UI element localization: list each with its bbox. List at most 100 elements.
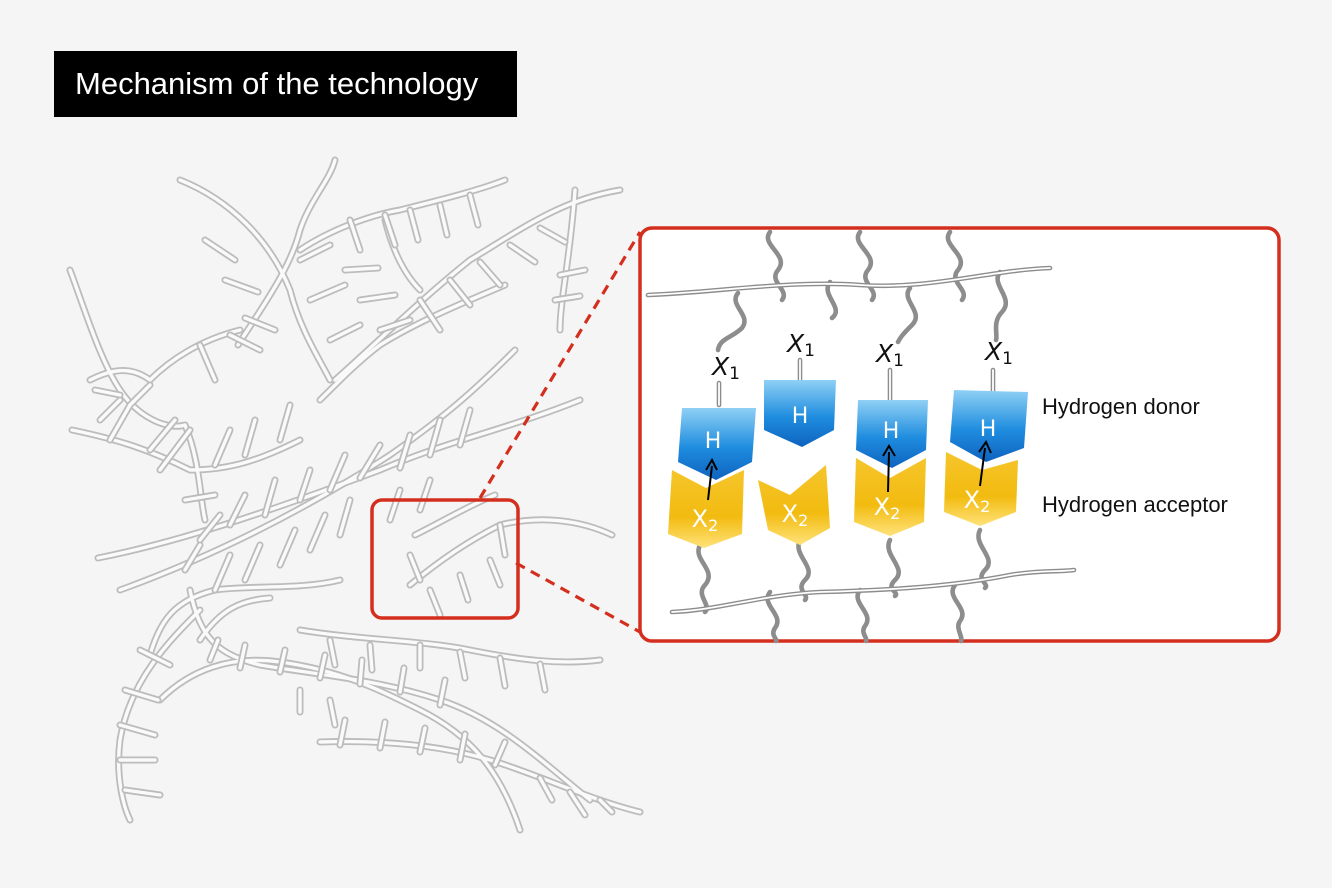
cross-link [488, 558, 502, 587]
zoom-connector-top [478, 231, 642, 499]
x1-label: X1 [874, 339, 904, 371]
cross-link [418, 298, 442, 332]
hydrogen-acceptor-shape [758, 465, 830, 545]
donor-h-label: H [792, 404, 809, 429]
cross-link [298, 243, 332, 262]
cross-link [128, 383, 152, 407]
cross-link [278, 528, 297, 567]
cross-link [438, 678, 447, 707]
hydrogen-acceptor-label: Hydrogen acceptor [1042, 492, 1228, 517]
cross-link [538, 662, 547, 692]
hydrogen-donor-shape [856, 400, 928, 468]
cross-link [538, 776, 554, 802]
acceptor-x2-label: X2 [964, 486, 991, 516]
donor-h-label: H [705, 429, 722, 454]
cross-link [223, 278, 260, 294]
hydrogen-donor-shape [950, 390, 1028, 462]
cross-link [388, 488, 402, 522]
cross-link [243, 543, 262, 582]
cross-link [338, 718, 347, 747]
cross-link [158, 428, 192, 472]
cross-link [93, 388, 122, 397]
acceptor-x2-label: X2 [874, 493, 901, 523]
cross-link [203, 238, 237, 262]
cross-link [198, 343, 217, 382]
cross-link [183, 493, 217, 502]
cross-link [568, 790, 587, 817]
hydrogen-bond-arrow [887, 451, 890, 493]
hydrogen-donor-label: Hydrogen donor [1042, 394, 1200, 419]
cross-link [238, 643, 247, 670]
cross-link [328, 698, 337, 727]
cross-link [358, 443, 382, 480]
zoom-region-box [370, 498, 520, 620]
cross-link [428, 418, 442, 457]
cross-link [408, 208, 420, 242]
cross-link [378, 318, 412, 332]
acceptor-x2-label: X2 [782, 500, 809, 530]
cross-link [368, 643, 374, 672]
cross-link [208, 638, 220, 662]
cross-link [343, 266, 380, 272]
cross-link [418, 726, 427, 754]
acceptor-x2-label: X2 [692, 505, 719, 535]
cross-link [213, 428, 232, 467]
cross-link [398, 666, 406, 694]
cross-link [458, 573, 470, 602]
cross-link [538, 226, 567, 244]
cross-link [243, 316, 277, 332]
cross-link [553, 294, 582, 302]
pair-2: H X2 X1 [758, 329, 836, 545]
pair-1: H X2 X1 [668, 352, 756, 548]
cross-link [348, 218, 362, 252]
hydrogen-acceptor-shape [854, 458, 926, 536]
cross-link [243, 418, 257, 457]
cross-link [278, 403, 292, 442]
hydrogen-acceptor-shape [944, 452, 1018, 526]
cross-link [298, 468, 312, 502]
cross-link [228, 493, 247, 527]
arrow-head [705, 457, 718, 471]
arrow-head [882, 444, 896, 457]
pair-4: H X2 X1 [944, 337, 1028, 526]
cross-link [428, 588, 442, 617]
cross-link [498, 656, 507, 688]
hydrogen-donor-shape [764, 380, 836, 447]
cross-link [358, 658, 364, 686]
cross-link [328, 638, 337, 667]
cross-link [493, 740, 507, 767]
cross-link [418, 478, 432, 512]
polymer-chains [645, 229, 1077, 644]
cross-link [508, 243, 537, 264]
cross-link [358, 293, 397, 302]
cross-link [438, 203, 449, 237]
cross-link [318, 653, 327, 680]
cross-link [228, 333, 262, 352]
x1-label: X1 [710, 352, 740, 384]
hydrogen-bond-arrow [979, 447, 986, 487]
cross-link [308, 513, 327, 552]
cross-link [328, 453, 347, 492]
diagram-title: Mechanism of the technology [54, 51, 517, 117]
cross-link [213, 553, 232, 592]
cross-link [458, 408, 472, 447]
cross-link [458, 650, 467, 680]
cross-link [478, 260, 502, 287]
cross-link [378, 720, 387, 750]
cross-link [398, 433, 412, 470]
cross-link [118, 723, 157, 737]
cross-link [448, 278, 472, 307]
zoom-connector-bottom [515, 561, 641, 634]
pair-3: H X2 X1 [854, 339, 928, 536]
cross-link [468, 193, 480, 227]
cross-link [328, 323, 362, 342]
cross-link [183, 543, 202, 572]
donor-h-label: H [980, 417, 997, 442]
cross-link [138, 648, 172, 667]
polymer-network [66, 156, 644, 834]
cross-link [278, 648, 287, 674]
cross-link [148, 418, 177, 452]
hydrogen-donor-shape [678, 408, 756, 480]
cross-link [558, 268, 587, 277]
